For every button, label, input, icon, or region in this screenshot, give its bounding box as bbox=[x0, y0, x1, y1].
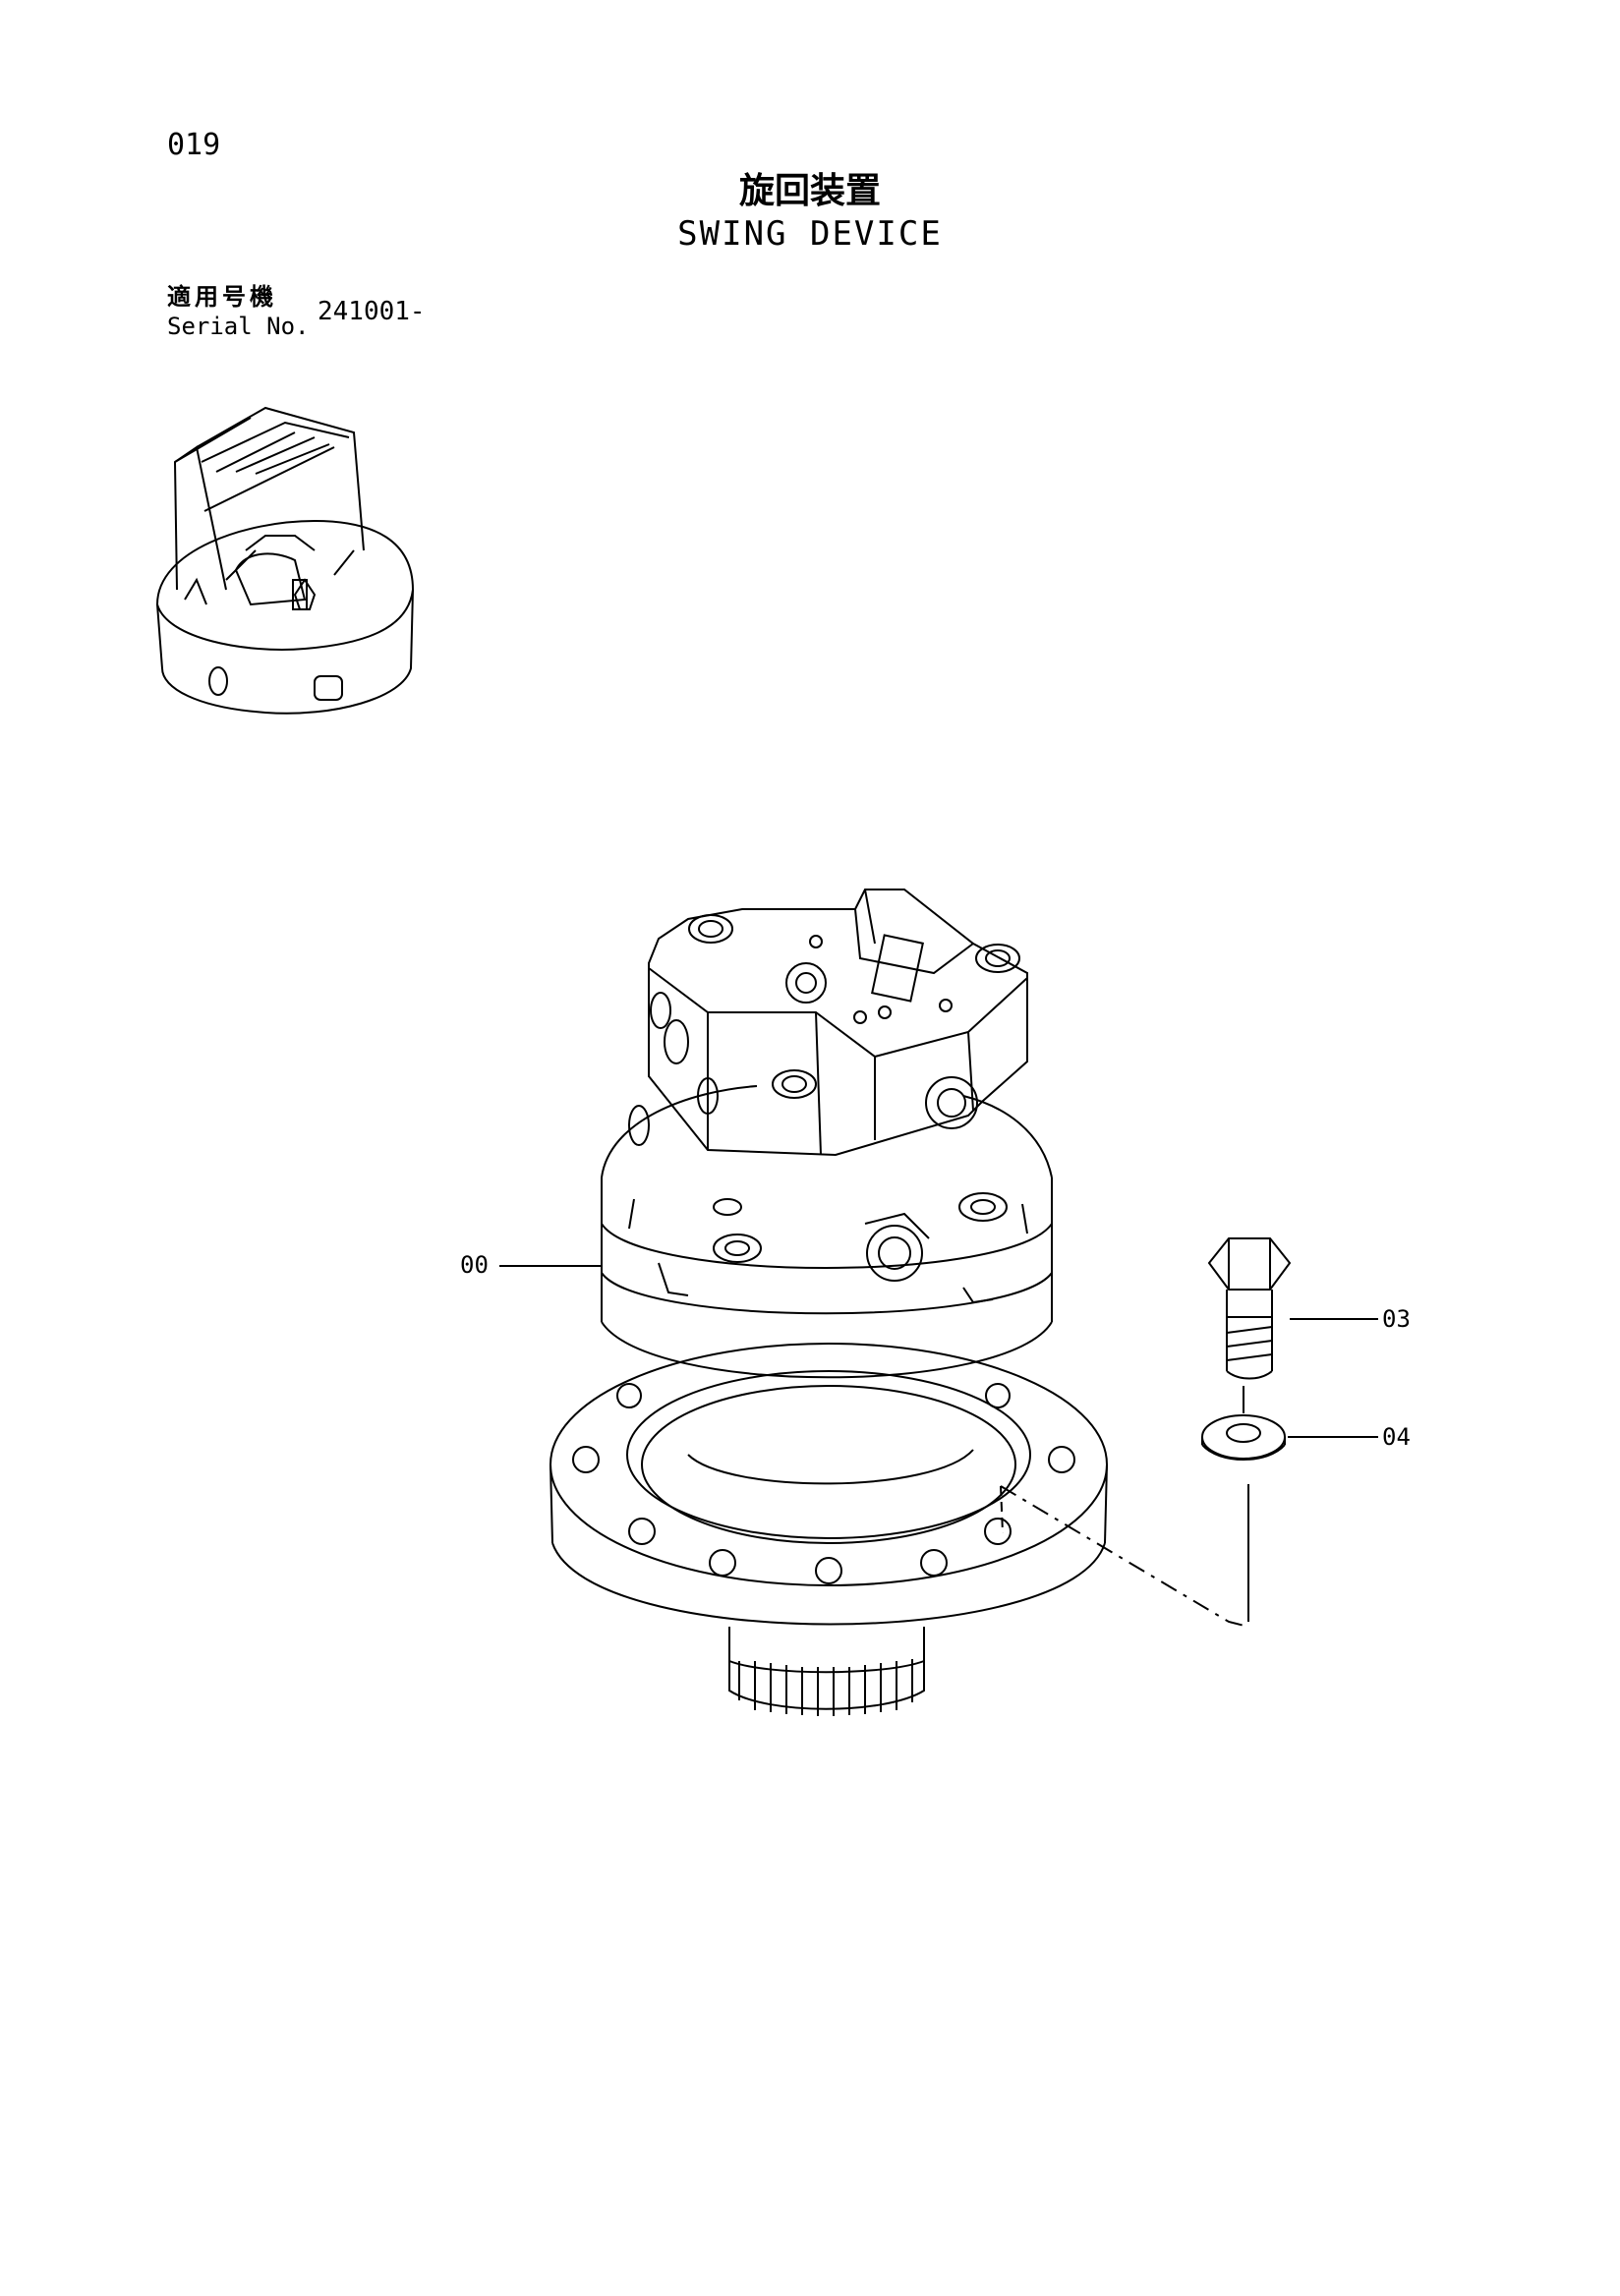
page-title-japanese: 旋回装置 bbox=[738, 171, 881, 211]
assembly-center-line bbox=[1000, 1485, 1249, 1628]
callout-03: 03 bbox=[1382, 1305, 1411, 1333]
serial-number-value: 241001- bbox=[318, 297, 426, 326]
mounting-flange bbox=[550, 1343, 1108, 1626]
page-number: 019 bbox=[167, 128, 221, 162]
callout-04: 04 bbox=[1382, 1423, 1411, 1451]
valve-block bbox=[648, 889, 1028, 1157]
page-title: SWING DEVICE bbox=[677, 214, 943, 254]
bolt-part bbox=[1207, 1237, 1292, 1380]
serial-label-japanese: 適用号機 bbox=[167, 283, 277, 311]
washer-part bbox=[1201, 1414, 1286, 1461]
motor-body bbox=[601, 1085, 1053, 1379]
callout-00: 00 bbox=[460, 1251, 489, 1279]
serial-label: Serial No. bbox=[167, 313, 310, 340]
pinion-gear bbox=[728, 1627, 925, 1716]
